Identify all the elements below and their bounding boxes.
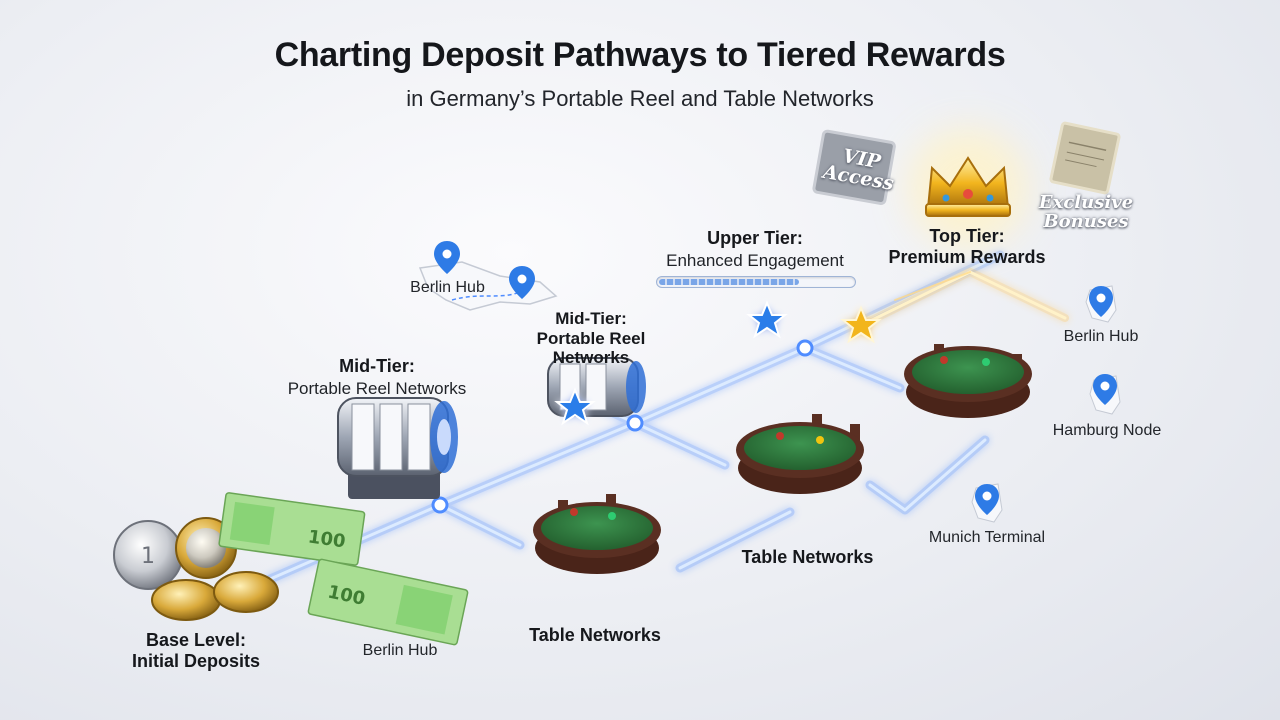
star-icon <box>554 387 596 426</box>
casino-table-icon <box>736 414 864 494</box>
casino-table-icon <box>533 494 661 574</box>
map-pin-icon <box>1089 374 1121 415</box>
star-icon <box>746 300 788 339</box>
base-level-title: Base Level: <box>145 630 247 650</box>
svg-text:100: 100 <box>307 526 347 552</box>
casino-table-icon <box>904 344 1032 418</box>
page-title: Charting Deposit Pathways to Tiered Rewa… <box>274 36 1006 74</box>
hamburg-node-label: Hamburg Node <box>1052 422 1162 439</box>
berlin-hub-map-label: Berlin Hub <box>410 279 485 296</box>
path-node <box>626 414 644 432</box>
table-networks-lower-label: Table Networks <box>529 625 661 645</box>
svg-text:1: 1 <box>141 544 155 569</box>
crown-icon <box>908 128 1028 248</box>
exclusive-line1: Exclusive <box>1038 192 1134 213</box>
gold-pathways <box>864 267 1069 326</box>
table-networks-middle-label: Table Networks <box>741 547 874 567</box>
engagement-progress-fill <box>659 279 799 285</box>
star-icon <box>840 305 882 344</box>
path-node <box>431 496 449 514</box>
mid-tier-center-title: Mid-Tier: <box>555 309 627 328</box>
map-pin-icon <box>1085 285 1117 323</box>
map-pin-icon <box>434 241 460 274</box>
munich-terminal-label: Munich Terminal <box>928 529 1046 546</box>
berlin-hub-bottom-label: Berlin Hub <box>362 642 438 659</box>
base-level-subtitle: Initial Deposits <box>131 650 261 671</box>
certificate-icon <box>1049 121 1121 195</box>
mid-tier-center-subtitle-line1: Portable Reel <box>536 328 646 348</box>
mid-tier-center-label: Mid-Tier: Portable Reel Networks <box>516 309 666 368</box>
engagement-progress-bar <box>656 276 856 288</box>
vip-card-icon <box>812 129 896 206</box>
page-subtitle: in Germany’s Portable Reel and Table Net… <box>406 86 874 111</box>
mid-tier-left-subtitle: Portable Reel Networks <box>287 378 467 398</box>
euro-banknote-icon: 100 100 <box>218 492 469 646</box>
berlin-hub-right-label: Berlin Hub <box>1063 328 1139 345</box>
top-tier-title: Top Tier: <box>929 226 1005 246</box>
mid-tier-left-label: Mid-Tier: Portable Reel Networks <box>262 356 492 398</box>
upper-tier-title: Upper Tier: <box>707 228 803 248</box>
slot-reel-icon <box>337 397 458 499</box>
mid-tier-center-subtitle-line2: Networks <box>552 348 630 368</box>
slot-reel-icon <box>547 357 646 417</box>
upper-tier-label: Upper Tier: Enhanced Engagement <box>640 228 870 270</box>
mid-tier-left-title: Mid-Tier: <box>339 356 415 376</box>
euro-coin-icon: 1 <box>113 517 279 621</box>
exclusive-bonuses-text: Exclusive Bonuses <box>1036 192 1136 232</box>
upper-tier-subtitle: Enhanced Engagement <box>666 250 844 270</box>
top-tier-label: Top Tier: Premium Rewards <box>870 226 1064 267</box>
base-level-label: Base Level: Initial Deposits <box>96 630 296 671</box>
map-pin-icon <box>971 483 1003 523</box>
map-pin-icon <box>509 266 535 299</box>
exclusive-line2: Bonuses <box>1043 210 1129 232</box>
path-node <box>796 339 814 357</box>
top-tier-subtitle: Premium Rewards <box>888 246 1046 267</box>
